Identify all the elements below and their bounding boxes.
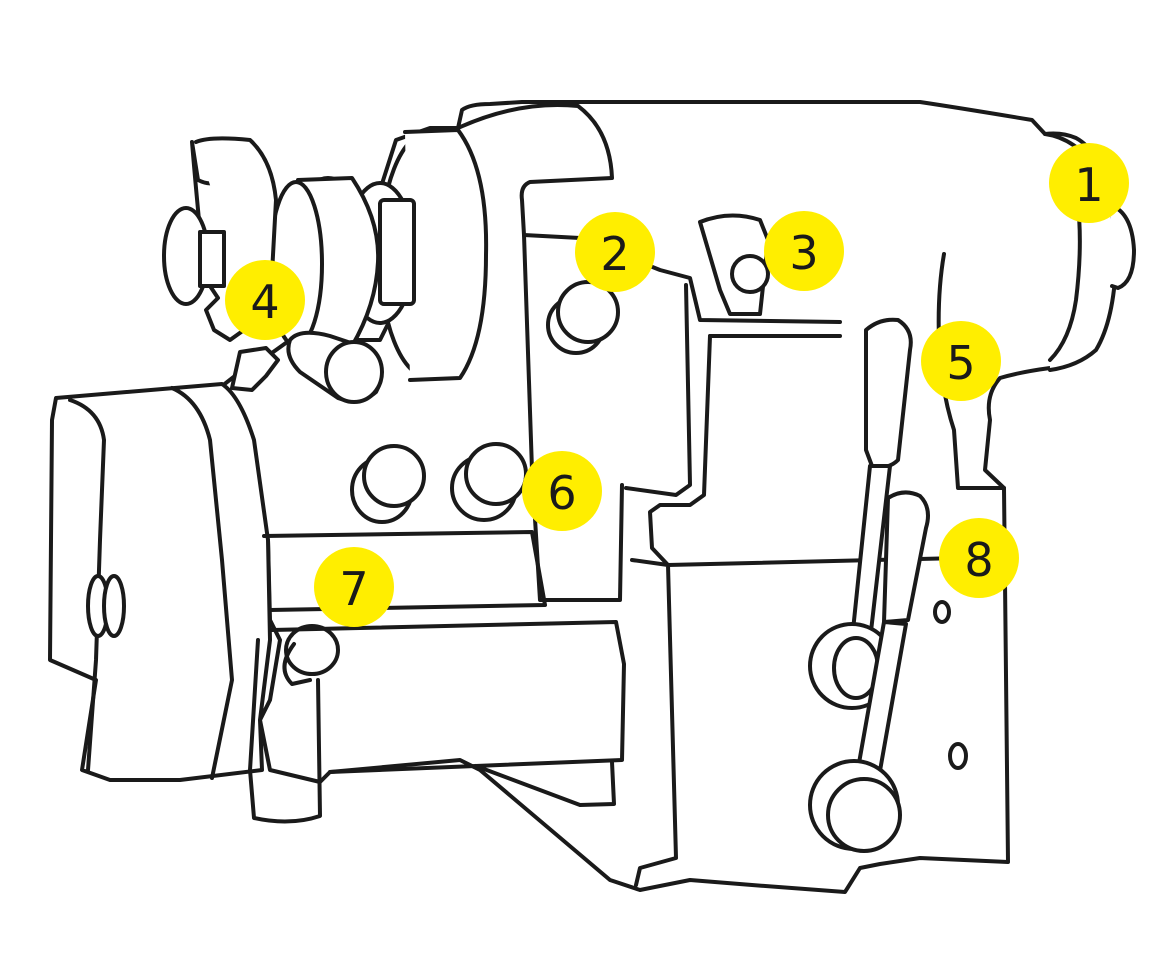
marker-3: 3 [764,211,844,291]
arm-front-panel [456,102,962,602]
marker-5-label: 5 [946,336,975,390]
marker-3-label: 3 [789,226,818,280]
marker-4-label: 4 [250,275,279,329]
marker-7-label: 7 [339,562,368,616]
marker-6: 6 [522,451,602,531]
marker-6-circle [522,451,602,531]
marker-8-label: 8 [964,533,993,587]
knob-group [282,213,770,686]
markers-layer: 1 2 3 4 5 6 7 8 [225,143,1129,627]
marker-1-circle [1049,143,1129,223]
machine-bed [48,382,678,887]
lever-assembly [808,252,1006,853]
marker-8-circle [939,518,1019,598]
marker-1: 1 [1049,143,1129,223]
marker-1-label: 1 [1074,158,1103,212]
marker-6-label: 6 [547,466,576,520]
marker-2-circle [575,212,655,292]
marker-3-circle [764,211,844,291]
marker-7-circle [314,547,394,627]
marker-4: 4 [225,260,305,340]
marker-8: 8 [939,518,1019,598]
marker-5: 5 [921,321,1001,401]
marker-2-label: 2 [600,227,629,281]
marker-7: 7 [314,547,394,627]
marker-2: 2 [575,212,655,292]
marker-4-circle [225,260,305,340]
marker-5-circle [921,321,1001,401]
